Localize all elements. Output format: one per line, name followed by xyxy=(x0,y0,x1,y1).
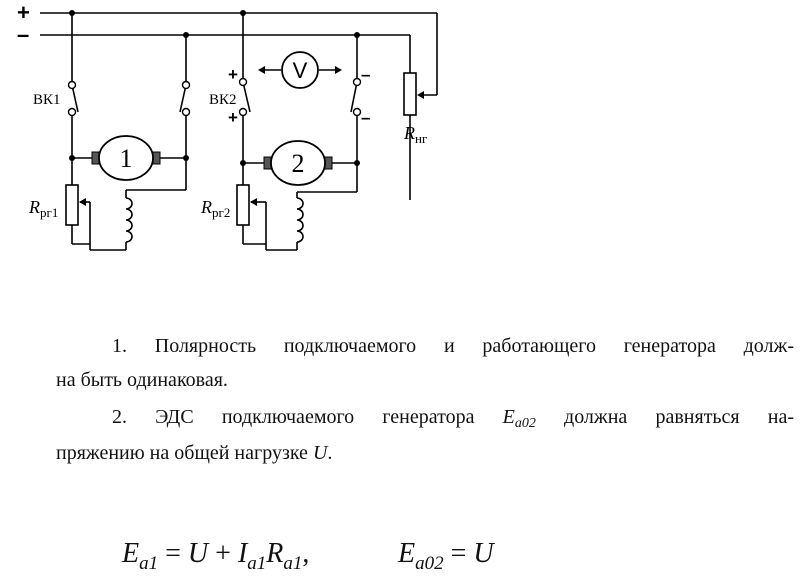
symbol-Ea02: Ea02 xyxy=(502,406,536,431)
voltmeter: V xyxy=(258,51,342,89)
bk2-plus-bottom: + xyxy=(228,108,238,127)
item1-line2: на быть одинаковая. xyxy=(56,369,228,391)
formula-ea1: Ea1 = U + Ia1Ra1, xyxy=(122,538,310,574)
bk2-minus-bottom: – xyxy=(361,108,370,127)
rheostat-rrg1 xyxy=(65,184,79,226)
bk2-plus-top: + xyxy=(228,65,238,84)
switch-contacts xyxy=(67,77,362,117)
junction-dots xyxy=(69,10,360,166)
rng-label: Rнг xyxy=(403,123,427,146)
rrg1-label: Rрг1 xyxy=(28,197,58,220)
formula-ea02: Ea02 = U xyxy=(398,538,494,574)
load-rheostat xyxy=(403,72,417,116)
bk2-label: ВК2 xyxy=(209,92,237,108)
field-winding-2 xyxy=(296,197,304,243)
bk1-label: ВК1 xyxy=(33,92,61,108)
rrg2-label: Rрг2 xyxy=(200,197,230,220)
generator-2-label: 2 xyxy=(292,149,305,178)
item2-line1: 2. ЭДС подключаемого генератора Ea02 дол… xyxy=(112,406,795,431)
bus-minus-label: – xyxy=(17,22,29,47)
item2-line2: пряжению на общей нагрузке U. xyxy=(56,442,333,464)
bus-plus-label: + xyxy=(17,0,30,25)
switch-bk1-left xyxy=(71,84,79,113)
voltmeter-label: V xyxy=(293,58,308,83)
bk2-minus-top: – xyxy=(361,65,370,84)
field-winding-1 xyxy=(125,197,133,243)
generator-1: 1 xyxy=(91,135,161,181)
rheostat-rrg2 xyxy=(236,184,250,226)
switch-bk2-left xyxy=(242,81,251,113)
switch-bk2-right xyxy=(350,81,358,113)
symbol-U: U xyxy=(312,442,328,464)
generator-1-label: 1 xyxy=(120,144,133,173)
item1-line1: 1. Полярность подключаемого и работающег… xyxy=(112,335,794,357)
generator-2: 2 xyxy=(263,140,333,186)
circuit-diagram: 1 2 V + – + + – – ВК1 ВК2 Rрг1 Rрг2 Rнг xyxy=(17,0,438,251)
switch-bk1-right xyxy=(179,84,187,113)
